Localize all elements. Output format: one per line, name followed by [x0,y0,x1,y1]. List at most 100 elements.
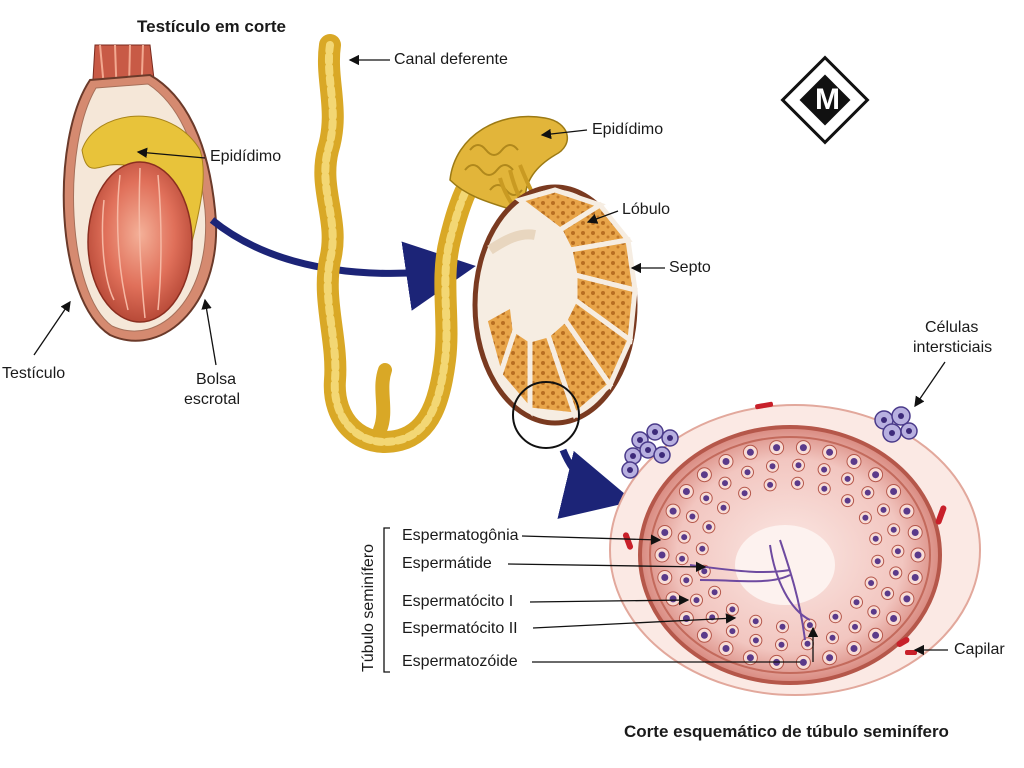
leader-espermatide [507,561,707,573]
leader-bolsa [201,298,217,366]
tubule-cell-nucleus [773,444,781,452]
tubule-cell-nucleus [872,535,879,542]
tubule-cell-nucleus [720,504,727,511]
tubule-cell-nucleus [661,529,669,536]
label-canal-deferente: Canal deferente [394,51,508,68]
tubule-cell-nucleus [746,654,754,662]
tubule-cell-nucleus [669,595,677,603]
curso-do-mario-logo: M [777,52,873,148]
leader-lobulo [586,210,619,224]
leader-epididimo-right [540,128,588,140]
label-septo: Septo [669,259,711,276]
navy-arrow-to-tubule [557,448,634,519]
tubule-cell-nucleus [864,489,871,496]
tubule-cell-nucleus [767,481,774,488]
tubule-cell-nucleus [868,580,875,586]
tubule-cell-nucleus [826,448,834,456]
tubule-cell-nucleus [778,641,785,648]
tubule-cell-nucleus [729,628,736,635]
label-celulas-line2: intersticiais [913,339,993,356]
tubule-cell-nucleus [821,466,828,473]
tubule-cell-nucleus [722,458,730,465]
tubule-cell-nucleus [683,577,690,584]
tubule-cell-ring [654,440,926,670]
tubule-cell-nucleus [844,497,851,504]
tubule-cell-nucleus [844,475,851,482]
tubule-cell-nucleus [658,551,666,559]
testis-lobules-figure [472,184,638,449]
tubule-cell-nucleus [903,595,911,603]
tubule-cell-nucleus [872,471,880,479]
tubule-cell-nucleus [722,645,730,652]
label-espermatocito-1: Espermatócito I [402,593,514,610]
vas-deferens-figure [314,34,569,453]
tubule-cell-nucleus [705,524,712,530]
tubule-cell-nucleus [911,529,919,536]
tubule-cell-nucleus [850,645,858,652]
testicle-section-figure [62,44,218,342]
magnifier-circle [512,381,580,449]
tubule-cell-nucleus [722,480,728,487]
tubule-cell-nucleus [744,469,751,476]
tubule-cell-nucleus [874,558,881,565]
tubule-cell-nucleus [903,507,911,515]
leader-celulas [914,361,946,408]
tubule-cell-nucleus [679,555,686,562]
label-espermatozoide: Espermatozóide [402,653,518,670]
tubule-cell-nucleus [682,488,690,495]
label-lobulo: Lóbulo [622,201,671,218]
tubule-cell-nucleus [829,634,836,641]
tubule-cell-nucleus [890,488,898,495]
tubule-cell-nucleus [769,463,776,470]
bracket-tubulo [383,527,390,673]
tubule-cell-nucleus [794,480,801,487]
leader-epididimo-left [136,147,206,159]
label-tubulo-seminifero: Túbulo seminífero [360,543,377,672]
tubule-cell-nucleus [669,507,677,515]
tubule-cell-nucleus [795,462,802,469]
tubule-cell-nucleus [693,597,700,604]
tubule-cell-nucleus [914,551,922,559]
logo-letter: M [815,83,840,116]
label-espermatocito-2: Espermatócito II [402,620,518,637]
tubule-cell-nucleus [852,623,858,630]
tubule-cell-nucleus [850,458,858,465]
tubule-cell-nucleus [872,631,880,639]
tubule-cell-nucleus [700,631,708,639]
label-espermatide: Espermátide [402,555,492,572]
tubule-cell-nucleus [701,568,708,575]
tubule-cell-nucleus [806,622,813,629]
tubule-section-figure [609,401,981,696]
tubule-cell-nucleus [681,534,688,541]
tubule-cell-nucleus [892,569,899,576]
tubule-cell-nucleus [890,615,898,622]
tubule-cell-nucleus [752,618,759,625]
tubule-cell-nucleus [804,640,811,647]
tubule-cell-nucleus [826,654,834,662]
caption-tubulo: Corte esquemático de túbulo seminífero [624,722,949,741]
tubule-cell-nucleus [853,599,860,606]
label-espermatogonia: Espermatogônia [402,527,519,544]
tubule-cell-nucleus [741,490,748,497]
leader-espermatogonia [521,534,662,545]
leader-testiculo [33,300,71,356]
tubule-cell-nucleus [699,545,706,552]
leader-espermatocito-1 [529,594,690,606]
leader-espermatocito-2 [532,613,737,629]
tubule-cell-nucleus [880,506,887,513]
tubule-cell-nucleus [746,448,754,456]
tubule-cell-nucleus [779,623,786,630]
tubule-cell-nucleus [821,485,828,492]
tubule-cell-nucleus [890,526,897,533]
tubule-cell-nucleus [703,495,710,502]
label-testiculo: Testículo [2,365,66,382]
tubule-cell-nucleus [870,608,877,615]
tubule-cell-nucleus [661,574,669,581]
label-celulas-line1: Células [925,319,979,336]
label-epididimo-left: Epidídimo [210,148,282,165]
tubule-cell-nucleus [729,606,736,613]
tubule-cell-nucleus [832,613,839,620]
tubule-cell-nucleus [911,574,919,581]
